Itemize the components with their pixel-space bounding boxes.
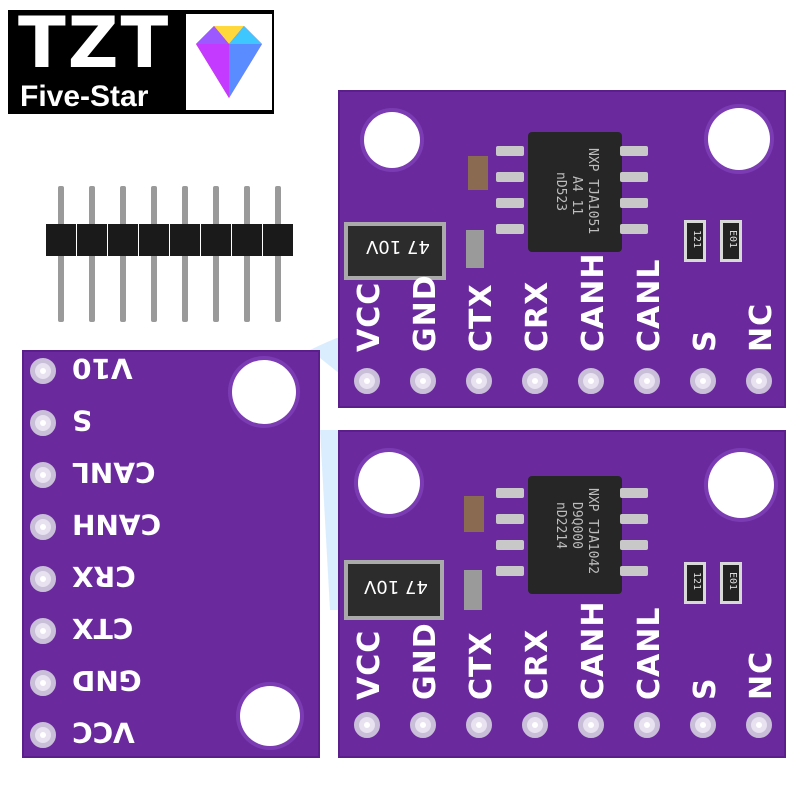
- pin-label: GND: [408, 622, 443, 700]
- solder-pad: [30, 462, 56, 488]
- brand-name: TZT: [18, 2, 171, 84]
- transceiver-chip: [528, 132, 622, 252]
- mount-hole: [358, 452, 420, 514]
- capacitor-marking: 47 10V: [366, 236, 430, 257]
- smd-capacitor: [464, 570, 482, 610]
- smd-resistor: [684, 562, 706, 604]
- solder-pad: [466, 368, 492, 394]
- solder-pad: [410, 368, 436, 394]
- solder-pad: [30, 722, 56, 748]
- pin-label: CRX: [72, 560, 136, 593]
- pin-label: NC: [744, 650, 779, 700]
- chip-marking-3: nD2214: [553, 502, 568, 549]
- solder-pad: [690, 368, 716, 394]
- pin-label: CANL: [632, 606, 667, 700]
- brand-tagline: Five-Star: [20, 80, 149, 113]
- resistor-marking-2: E01: [727, 572, 738, 591]
- pin-label: S: [72, 404, 93, 437]
- chip-marking-1: NXP TJA1042: [585, 488, 600, 575]
- pin-label: CRX: [520, 628, 555, 700]
- solder-pad: [30, 410, 56, 436]
- solder-pad: [30, 514, 56, 540]
- transceiver-chip: [528, 476, 622, 594]
- resistor-marking-1: 121: [691, 572, 702, 591]
- pin-label: GND: [408, 274, 443, 352]
- solder-pad: [30, 566, 56, 592]
- bottom-board: NXP TJA1042 D9Q000 nD2214 47 10V 121 E01…: [338, 430, 786, 758]
- header-spacer: [139, 224, 169, 256]
- pin-label: GND: [72, 664, 142, 697]
- smd-resistor: [720, 562, 742, 604]
- smd-capacitor: [466, 230, 484, 268]
- header-spacer: [263, 224, 293, 256]
- resistor-marking-1: 121: [691, 230, 702, 249]
- header-spacer: [77, 224, 107, 256]
- pin-label: V10: [72, 352, 133, 385]
- mount-hole: [240, 686, 300, 746]
- pin-label: NC: [744, 302, 779, 352]
- solder-pad: [746, 368, 772, 394]
- pin-label: CTX: [464, 283, 499, 352]
- mount-hole: [364, 112, 420, 168]
- resistor-marking-2: E01: [727, 230, 738, 249]
- smd-capacitor: [468, 156, 488, 190]
- header-spacer: [201, 224, 231, 256]
- solder-pad: [634, 368, 660, 394]
- solder-pad: [578, 368, 604, 394]
- chip-marking-1: NXP TJA1051: [585, 148, 600, 235]
- solder-pad: [578, 712, 604, 738]
- solder-pad: [746, 712, 772, 738]
- chip-marking-2: D9Q000: [569, 502, 584, 549]
- capacitor-marking: 47 10V: [364, 576, 428, 597]
- pin-label: CANH: [576, 252, 611, 352]
- pin-label: CANL: [72, 456, 156, 489]
- brand-logo: TZT Five-Star: [8, 6, 274, 114]
- solder-pad: [522, 368, 548, 394]
- chip-marking-2: A4 11: [569, 176, 584, 216]
- pin-label: CANH: [72, 508, 162, 541]
- pin-label: CTX: [464, 631, 499, 700]
- header-spacer: [108, 224, 138, 256]
- header-spacer: [46, 224, 76, 256]
- pin-label: CRX: [520, 280, 555, 352]
- header-spacer: [170, 224, 200, 256]
- mount-hole: [232, 360, 296, 424]
- chip-marking-3: nD523: [553, 172, 568, 212]
- pin-header-strip: [40, 180, 300, 330]
- tantalum-capacitor: [344, 222, 446, 280]
- pin-label: VCC: [352, 629, 387, 700]
- solder-pad: [30, 358, 56, 384]
- pin-label: VCC: [72, 716, 135, 749]
- solder-pad: [522, 712, 548, 738]
- pin-label: S: [688, 329, 723, 352]
- solder-pad: [690, 712, 716, 738]
- solder-pad: [354, 368, 380, 394]
- solder-pad: [30, 670, 56, 696]
- mount-hole: [708, 108, 770, 170]
- gem-icon: [186, 14, 272, 110]
- tantalum-capacitor: [344, 560, 444, 620]
- smd-resistor: [720, 220, 742, 262]
- pin-label: CANH: [576, 600, 611, 700]
- top-board: NXP TJA1051 A4 11 nD523 47 10V 121 E01 V…: [338, 90, 786, 408]
- solder-pad: [466, 712, 492, 738]
- header-spacer: [232, 224, 262, 256]
- solder-pad: [354, 712, 380, 738]
- mount-hole: [708, 452, 774, 518]
- smd-resistor: [684, 220, 706, 262]
- pin-label: VCC: [352, 281, 387, 352]
- pin-label: CANL: [632, 258, 667, 352]
- pin-label: CTX: [72, 612, 134, 645]
- solder-pad: [410, 712, 436, 738]
- smd-capacitor: [464, 496, 484, 532]
- pin-label: S: [688, 677, 723, 700]
- solder-pad: [634, 712, 660, 738]
- solder-pad: [30, 618, 56, 644]
